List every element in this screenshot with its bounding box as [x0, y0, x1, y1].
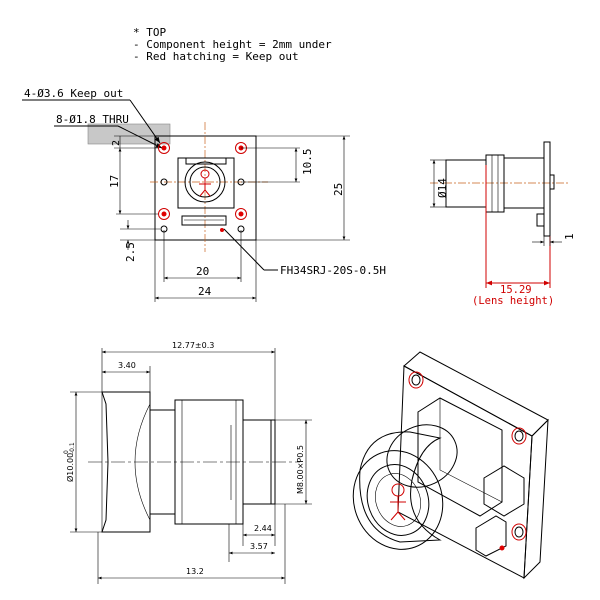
dim-2: 2: [111, 140, 122, 146]
mounting-holes: [160, 178, 245, 233]
lens-thread-end: [270, 419, 276, 505]
connector-label: FH34SRJ-20S-0.5H: [280, 264, 386, 277]
iso-holes: [408, 371, 527, 541]
notes-block: * TOP - Component height = 2mm under - R…: [133, 26, 332, 63]
lens-holder-outline: [177, 157, 235, 209]
side-lens-ring: [485, 154, 505, 213]
note-red-hatching: - Red hatching = Keep out: [133, 50, 299, 63]
note-top: * TOP: [133, 26, 166, 39]
dim-3-40: 3.40: [118, 361, 136, 370]
dim-13-2: 13.2: [186, 567, 204, 576]
dim-thread: M8.00×P0.5: [296, 445, 305, 494]
connector-pin1-mark: [220, 228, 224, 232]
isometric-view: [352, 351, 549, 580]
lens-holder-tab: [185, 157, 227, 165]
iso-lens-holder: [417, 397, 503, 517]
dim-24: 24: [198, 285, 212, 298]
iso-holder-tab: [483, 465, 525, 517]
iso-lens-front: [352, 450, 444, 550]
keepout-shaded-area: [87, 123, 171, 145]
callout-thru: 8-Ø1.8 THRU: [56, 113, 129, 126]
dim-dia-10: Ø10.00: [65, 453, 75, 482]
pcb-outline: [154, 135, 257, 241]
lens-marker-icon: [199, 169, 211, 197]
iso-connector: [475, 515, 507, 557]
lens-barrel-inner: [189, 166, 221, 198]
dim-10-5: 10.5: [301, 149, 314, 176]
side-connector: [536, 213, 545, 227]
connector-leader: [223, 228, 265, 271]
callout-keepout: 4-Ø3.6 Keep out: [24, 87, 123, 100]
side-view: 15.29 (Lens height) Ø14 1: [430, 141, 576, 307]
lens-height-label: (Lens height): [472, 295, 554, 307]
top-view: 4-Ø3.6 Keep out 8-Ø1.8 THRU: [22, 87, 386, 302]
dim-dia-10-tol-upper: 0: [63, 450, 70, 454]
dim-2-44: 2.44: [254, 524, 272, 533]
iso-lens-marker-icon: [390, 483, 406, 521]
dim-2-5: 2.5: [124, 242, 137, 262]
dim-20: 20: [196, 265, 209, 278]
connector-outline: [181, 215, 227, 226]
dim-3-57: 3.57: [250, 542, 268, 551]
dim-overall: 12.77±0.3: [172, 341, 214, 350]
lens-view: 12.77±0.3 3.40 Ø10.00 0 -0.1 M8.00×P0.5 …: [63, 341, 312, 584]
side-component: [549, 174, 555, 190]
dim-17: 17: [108, 175, 121, 188]
dim-dia-14: Ø14: [436, 178, 449, 198]
dim-dia-10-tol-lower: -0.1: [69, 442, 76, 454]
iso-lens-barrel: [359, 431, 442, 543]
lens-height-value: 15.29: [500, 284, 532, 296]
lens-barrel-outer: [184, 161, 226, 203]
note-component-height: - Component height = 2mm under: [133, 38, 332, 51]
dim-25: 25: [332, 183, 345, 196]
dim-1: 1: [563, 233, 576, 240]
side-lens-barrel: [445, 159, 487, 208]
side-pcb: [543, 141, 551, 237]
